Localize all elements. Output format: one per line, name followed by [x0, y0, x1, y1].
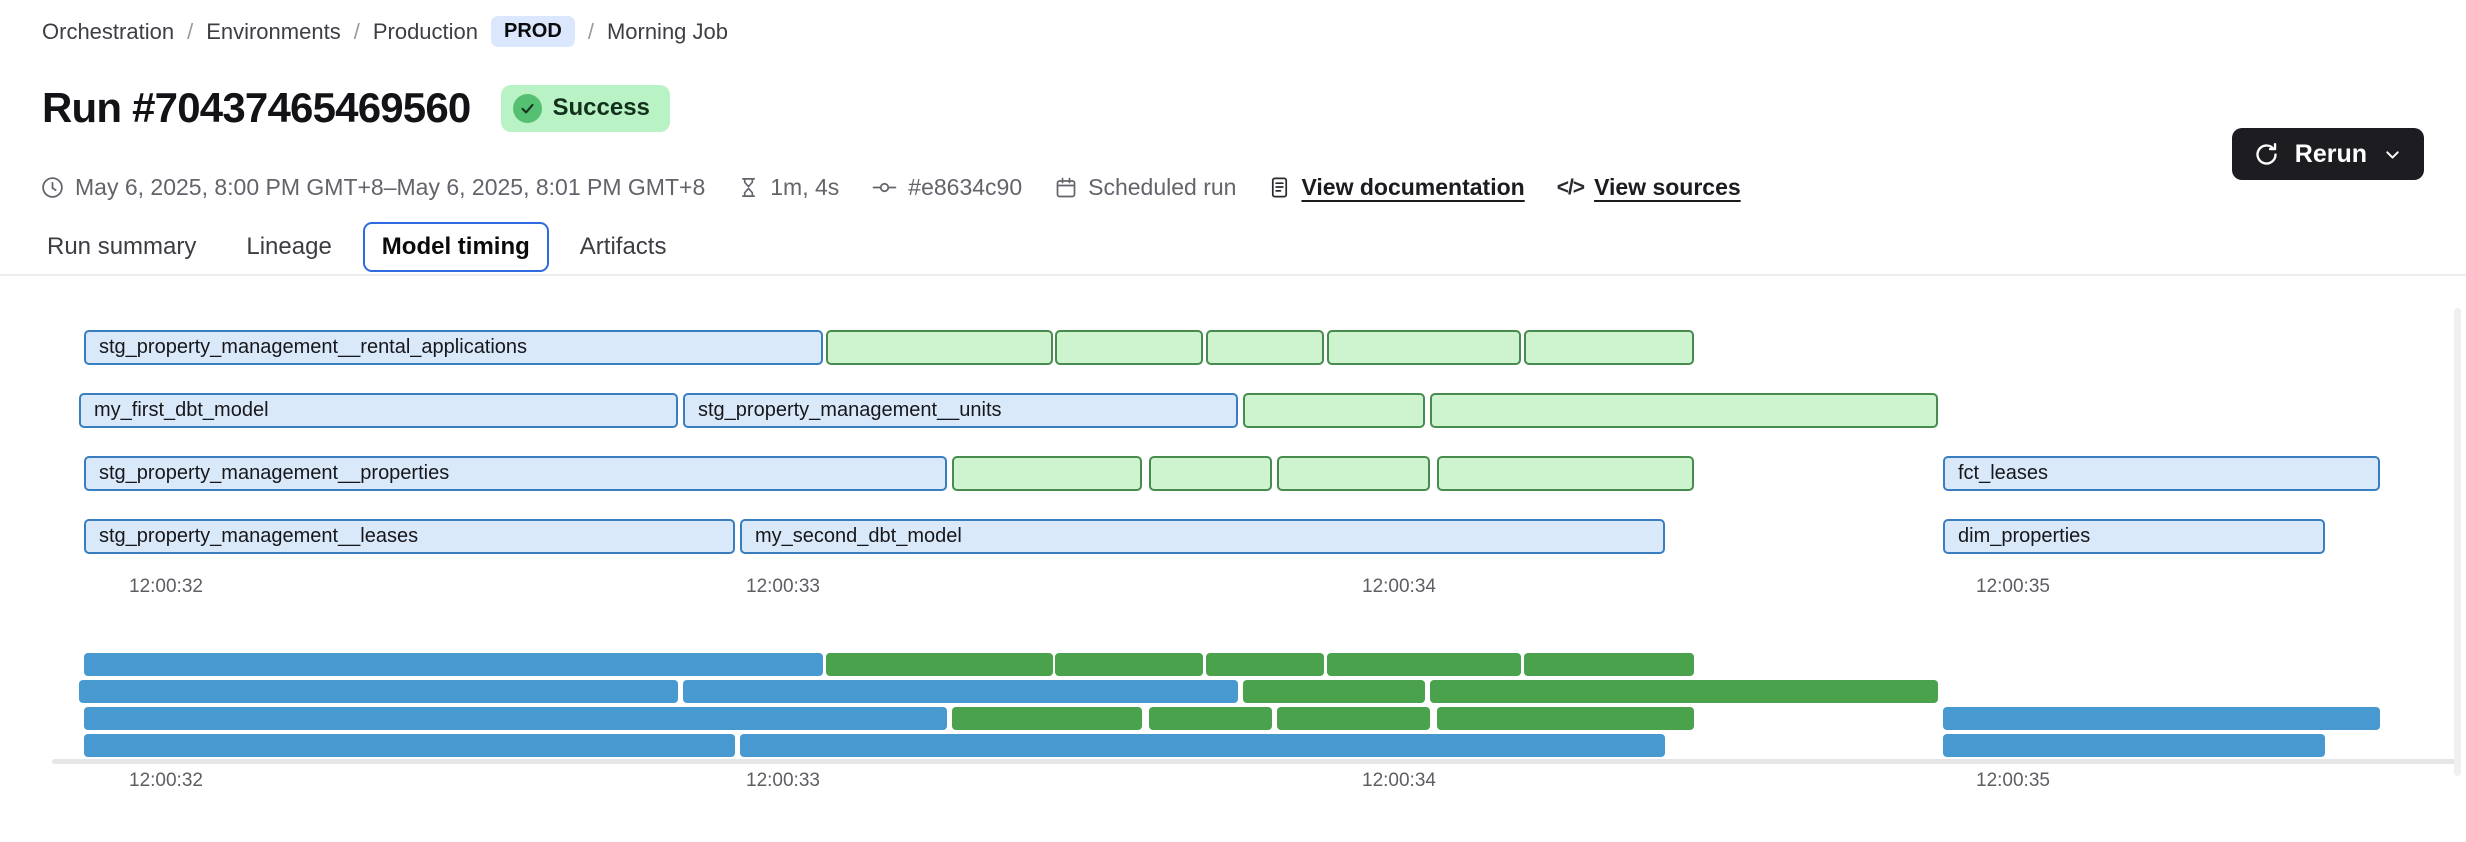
- chart-scrollbar[interactable]: [2454, 308, 2461, 776]
- minimap-bar[interactable]: [740, 734, 1665, 757]
- minimap-bar[interactable]: [683, 680, 1238, 703]
- tab-model-timing[interactable]: Model timing: [362, 222, 549, 272]
- axis-tick-label: 12:00:32: [129, 576, 203, 597]
- view-sources-link[interactable]: </> View sources: [1556, 174, 1741, 200]
- minimap-bar[interactable]: [952, 707, 1142, 730]
- breadcrumb-orchestration[interactable]: Orchestration: [42, 18, 175, 44]
- minimap-bar[interactable]: [1943, 707, 2380, 730]
- gantt-bar-stg_property_management__rental_applications[interactable]: stg_property_management__rental_applicat…: [84, 330, 823, 365]
- status-label: Success: [552, 94, 650, 121]
- gantt-bar-test[interactable]: [1327, 330, 1521, 365]
- document-icon: [1272, 177, 1288, 198]
- code-icon: </>: [1556, 175, 1585, 199]
- axis-tick-label: 12:00:34: [1362, 770, 1436, 791]
- rerun-label: Rerun: [2294, 139, 2367, 168]
- hourglass-icon: [742, 178, 756, 197]
- tab-run-summary[interactable]: Run summary: [47, 233, 197, 260]
- gantt-bar-stg_property_management__leases[interactable]: stg_property_management__leases: [84, 519, 735, 554]
- run-meta-row: May 6, 2025, 8:00 PM GMT+8–May 6, 2025, …: [40, 174, 1741, 201]
- rerun-button[interactable]: Rerun: [2231, 128, 2424, 180]
- gantt-bar-test[interactable]: [1149, 456, 1272, 491]
- gantt-bar-test[interactable]: [1206, 330, 1324, 365]
- axis-tick-label: 12:00:33: [746, 576, 820, 597]
- view-documentation-link[interactable]: View documentation: [1268, 174, 1525, 201]
- tabs-divider: [0, 274, 2466, 276]
- minimap-bar[interactable]: [84, 734, 735, 757]
- minimap-bar[interactable]: [1055, 653, 1203, 676]
- chevron-down-icon: [2382, 144, 2403, 165]
- gantt-bar-my_second_dbt_model[interactable]: my_second_dbt_model: [740, 519, 1665, 554]
- breadcrumb-morning-job[interactable]: Morning Job: [606, 18, 729, 44]
- minimap-bar[interactable]: [1430, 680, 1938, 703]
- status-badge: Success: [500, 84, 670, 132]
- minimap-bar[interactable]: [1437, 707, 1694, 730]
- breadcrumb-separator: /: [353, 18, 360, 44]
- gantt-bar-dim_properties[interactable]: dim_properties: [1943, 519, 2325, 554]
- gantt-bar-test[interactable]: [1055, 330, 1203, 365]
- axis-tick-label: 12:00:35: [1976, 770, 2050, 791]
- tab-artifacts[interactable]: Artifacts: [579, 233, 667, 260]
- page-title: Run #70437465469560: [42, 84, 471, 131]
- run-trigger: Scheduled run: [1054, 174, 1236, 201]
- run-time-range: May 6, 2025, 8:00 PM GMT+8–May 6, 2025, …: [40, 174, 705, 201]
- minimap-bar[interactable]: [84, 707, 947, 730]
- gantt-bar-my_first_dbt_model[interactable]: my_first_dbt_model: [79, 393, 678, 428]
- gantt-bar-test[interactable]: [952, 456, 1142, 491]
- run-tabs: Run summary Lineage Model timing Artifac…: [28, 222, 685, 272]
- success-check-icon: [512, 93, 542, 123]
- prod-environment-badge: PROD: [491, 16, 575, 47]
- minimap-bar[interactable]: [1524, 653, 1694, 676]
- commit-hash: #e8634c90: [871, 174, 1022, 201]
- minimap-bar[interactable]: [826, 653, 1053, 676]
- minimap-bar[interactable]: [1206, 653, 1324, 676]
- minimap-bar[interactable]: [84, 653, 823, 676]
- minimap-bar[interactable]: [1943, 734, 2325, 757]
- clock-icon: [42, 177, 63, 198]
- model-timing-chart: stg_property_management__rental_applicat…: [0, 300, 2466, 820]
- git-commit-icon: [872, 182, 897, 193]
- title-row: Run #70437465469560 Success: [42, 84, 670, 132]
- minimap-bar[interactable]: [79, 680, 678, 703]
- tab-lineage[interactable]: Lineage: [246, 233, 332, 260]
- axis-tick-label: 12:00:33: [746, 770, 820, 791]
- minimap-bar[interactable]: [1243, 680, 1425, 703]
- minimap-bar[interactable]: [1327, 653, 1521, 676]
- breadcrumb-separator: /: [587, 18, 594, 44]
- breadcrumb: Orchestration / Environments / Productio…: [42, 16, 728, 47]
- breadcrumb-separator: /: [187, 18, 194, 44]
- breadcrumb-production[interactable]: Production: [372, 18, 479, 44]
- gantt-bar-stg_property_management__properties[interactable]: stg_property_management__properties: [84, 456, 947, 491]
- gantt-bar-stg_property_management__units[interactable]: stg_property_management__units: [683, 393, 1238, 428]
- axis-tick-label: 12:00:34: [1362, 576, 1436, 597]
- gantt-bar-test[interactable]: [1430, 393, 1938, 428]
- gantt-bar-test[interactable]: [1524, 330, 1694, 365]
- axis-tick-label: 12:00:35: [1976, 576, 2050, 597]
- axis-tick-label: 12:00:32: [129, 770, 203, 791]
- breadcrumb-environments[interactable]: Environments: [206, 18, 341, 44]
- gantt-bar-test[interactable]: [826, 330, 1053, 365]
- refresh-icon: [2253, 141, 2280, 168]
- minimap-bar[interactable]: [1277, 707, 1430, 730]
- minimap-bar[interactable]: [1149, 707, 1272, 730]
- gantt-bar-fct_leases[interactable]: fct_leases: [1943, 456, 2380, 491]
- gantt-bar-test[interactable]: [1437, 456, 1694, 491]
- run-duration: 1m, 4s: [737, 174, 839, 201]
- gantt-bar-test[interactable]: [1277, 456, 1430, 491]
- calendar-icon: [1056, 177, 1076, 198]
- minimap-track[interactable]: [52, 759, 2456, 764]
- gantt-bar-test[interactable]: [1243, 393, 1425, 428]
